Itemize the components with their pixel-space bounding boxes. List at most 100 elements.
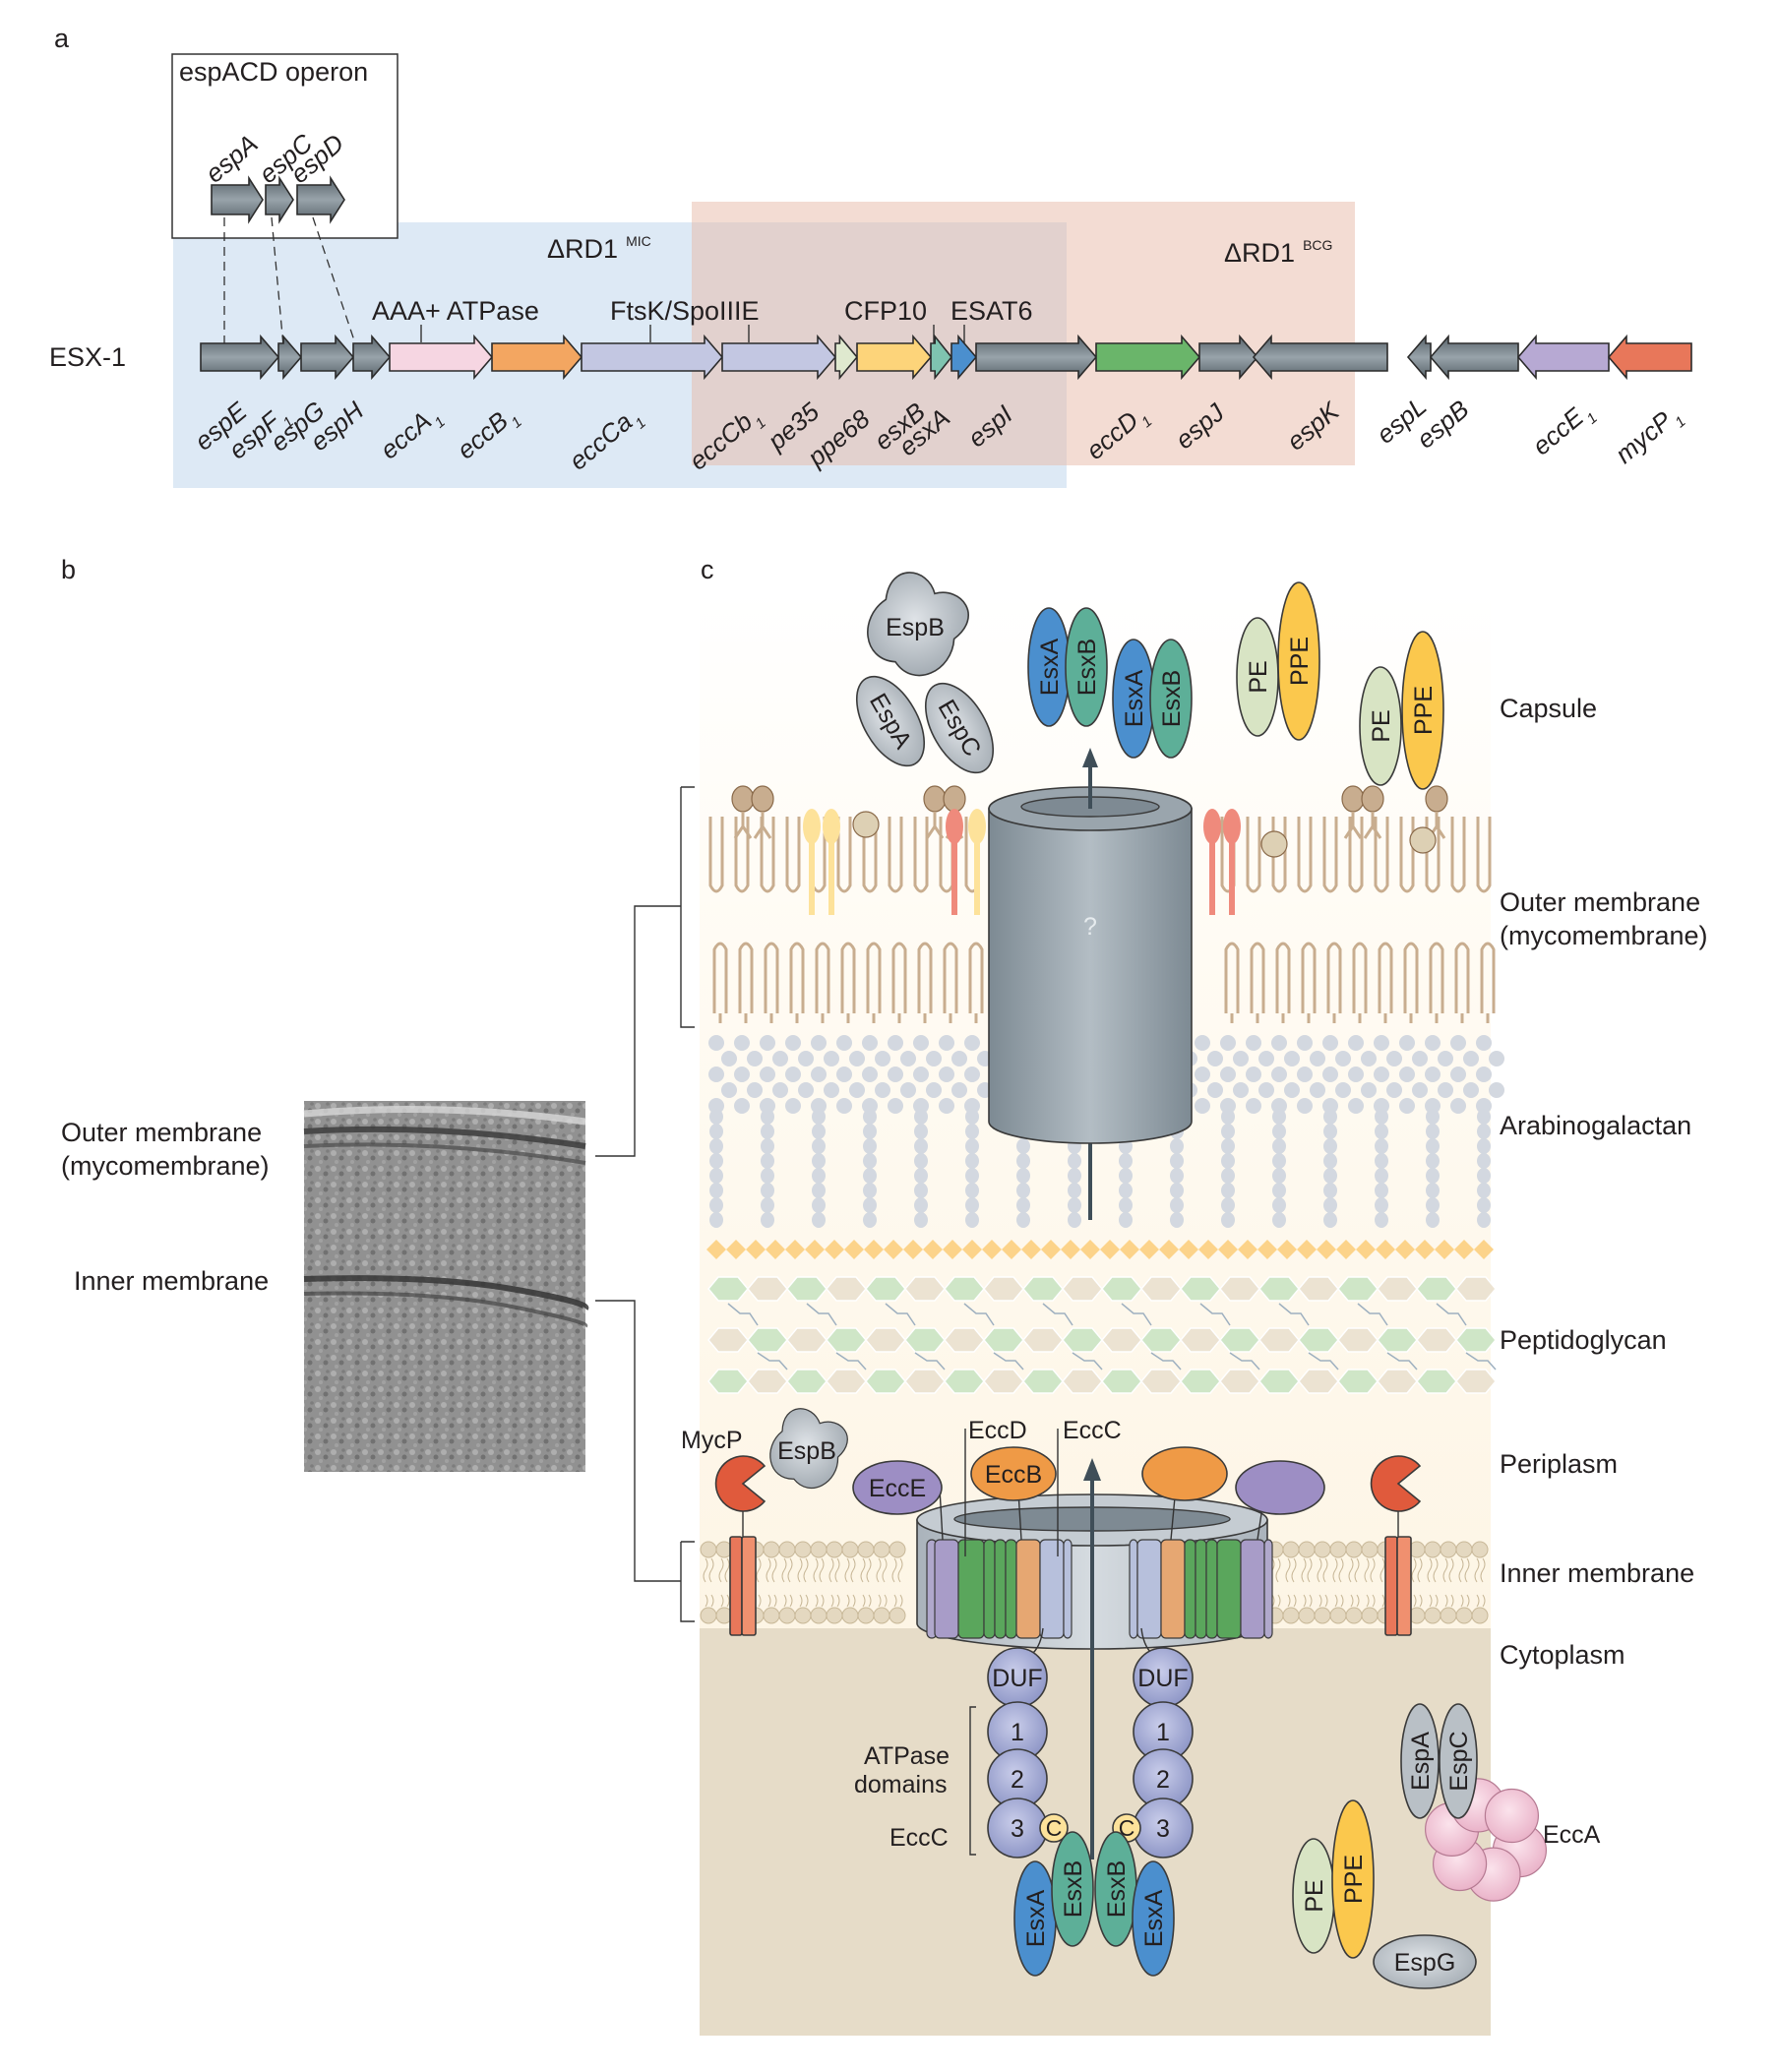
galactan-sugar — [1426, 1138, 1440, 1154]
panel-label-c: c — [701, 555, 714, 584]
phospholipid-head — [1455, 1541, 1473, 1558]
phospholipid-head — [1298, 1541, 1316, 1558]
mycolic-acid-inner-leaflet — [1326, 942, 1342, 1023]
eccC-label-periplasm: EccC — [1063, 1417, 1122, 1444]
galactan-sugar — [863, 1153, 877, 1169]
mycolic-acid — [888, 817, 903, 893]
linker-unit — [1198, 1240, 1218, 1259]
linker-unit — [1435, 1240, 1454, 1259]
peptidoglycan-sugar — [1455, 1276, 1497, 1302]
linker-unit — [1317, 1240, 1336, 1259]
arabinan-sugar — [1258, 1051, 1274, 1066]
arabinan-sugar — [1463, 1082, 1479, 1098]
galactan-sugar — [1323, 1183, 1337, 1198]
region-bcg-name: ΔRD1 — [1224, 238, 1295, 268]
channel-question-mark: ? — [1083, 913, 1097, 941]
arabinan-sugar — [1271, 1066, 1287, 1082]
peptidoglycan-sugar — [1455, 1327, 1497, 1353]
galactan-sugar — [1426, 1124, 1440, 1139]
arabinan-sugar — [721, 1082, 737, 1098]
galactan-sugar — [1477, 1124, 1491, 1139]
arabinan-sugar — [811, 1066, 827, 1082]
linker-unit — [1474, 1240, 1494, 1259]
linker-unit — [1376, 1240, 1395, 1259]
galactan-sugar — [1375, 1109, 1388, 1125]
gene-arrow-esxA — [950, 334, 978, 381]
espB-secreted-label: EspB — [886, 614, 945, 641]
arabinan-sugar — [1361, 1051, 1377, 1066]
label-periplasm: Periplasm — [1500, 1449, 1618, 1479]
glycolipid-head — [1361, 785, 1384, 813]
tm-helix — [1039, 1539, 1065, 1639]
galactan-sugar — [709, 1124, 723, 1139]
eccC-cytoplasm-label: EccC — [889, 1824, 949, 1852]
arabinan-sugar — [1310, 1082, 1325, 1098]
linker-unit — [726, 1240, 746, 1259]
peptide-crosslink — [757, 1352, 788, 1371]
linker-unit — [1257, 1240, 1277, 1259]
galactan-sugar — [1375, 1212, 1388, 1228]
operon-box-title: espACD operon — [179, 57, 368, 87]
arabinan-sugar — [1476, 1066, 1492, 1082]
linker-unit — [1454, 1240, 1474, 1259]
pe-capsule-2-label: PE — [1368, 709, 1395, 742]
gene-arrow-pe35 — [834, 334, 859, 381]
phospholipid-head — [1314, 1541, 1331, 1558]
b-outer-membrane-label: Outer membrane — [61, 1118, 262, 1147]
galactan-sugar — [1375, 1197, 1388, 1213]
arabinan-sugar — [734, 1098, 750, 1114]
label-cytoplasm: Cytoplasm — [1500, 1640, 1625, 1670]
phospholipid-head — [1361, 1541, 1379, 1558]
linker-unit — [1061, 1240, 1080, 1259]
galactan-sugar — [761, 1153, 774, 1169]
linker-unit — [785, 1240, 805, 1259]
arabinan-sugar — [734, 1035, 750, 1051]
peptidoglycan-layer — [707, 1276, 1497, 1394]
arabinan-sugar — [1258, 1082, 1274, 1098]
arabinan-sugar — [1425, 1098, 1441, 1114]
esxB-cytoplasm-left-label: EsxB — [1060, 1860, 1087, 1918]
mycolic-acid-inner-leaflet — [1250, 942, 1265, 1023]
arabinan-sugar — [1207, 1051, 1223, 1066]
mycolic-acid — [760, 817, 775, 893]
phospholipid-head — [1361, 1607, 1379, 1624]
tm-helix — [983, 1539, 996, 1639]
peptide-crosslink — [993, 1352, 1024, 1371]
secretion-arrow-outer — [1082, 748, 1098, 767]
espB-periplasm — [769, 1408, 848, 1490]
atpase-domains-label-1: ATPase — [864, 1742, 950, 1770]
arabinan-sugar — [900, 1082, 916, 1098]
galactan-sugar — [812, 1153, 826, 1169]
arabinan-sugar — [836, 1035, 852, 1051]
mycolic-acid — [836, 817, 852, 893]
arabinan-sugar — [811, 1035, 827, 1051]
arabinan-sugar — [1207, 1082, 1223, 1098]
galactan-sugar — [863, 1168, 877, 1184]
phospholipid-head — [778, 1607, 796, 1624]
mycolic-acid — [785, 817, 801, 893]
arabinan-sugar — [1310, 1051, 1325, 1066]
galactan-sugar — [761, 1197, 774, 1213]
arabinan-sugar — [1399, 1098, 1415, 1114]
galactan-sugar — [1272, 1197, 1286, 1213]
eccB-periplasmic-domain-left — [970, 1446, 1057, 1501]
phospholipid-head — [1424, 1541, 1441, 1558]
gene-arrow-esxB — [930, 334, 953, 381]
galactan-sugar — [863, 1138, 877, 1154]
galactan-sugar — [1426, 1153, 1440, 1169]
mycolic-acid-inner-leaflet — [1352, 942, 1368, 1023]
operon-gene-espA — [211, 175, 264, 224]
mycolic-acid-inner-leaflet — [712, 942, 728, 1023]
arabinan-sugar — [939, 1035, 954, 1051]
linker-unit — [1120, 1240, 1139, 1259]
phospholipid-head — [826, 1607, 843, 1624]
arabinan-sugar — [836, 1066, 852, 1082]
arabinan-sugar — [1450, 1066, 1466, 1082]
mycolic-acid — [862, 817, 878, 893]
label-inner-membrane: Inner membrane — [1500, 1558, 1694, 1588]
galactan-sugar — [1272, 1212, 1286, 1228]
arabinan-sugar — [862, 1066, 878, 1082]
domain-annotations: AAA+ ATPase FtsK/SpoIIIE CFP10 ESAT6 — [372, 296, 1033, 344]
